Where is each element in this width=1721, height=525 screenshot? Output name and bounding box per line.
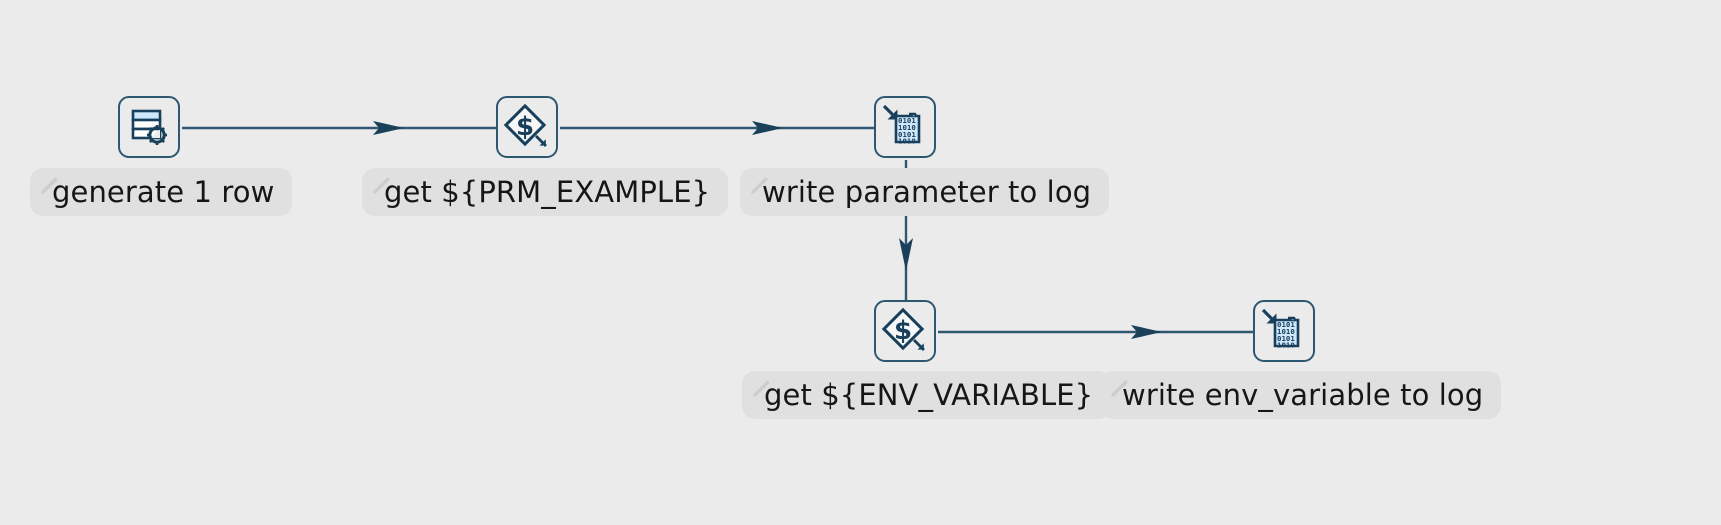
label-text: write env_variable to log [1122,377,1484,412]
svg-text:1010: 1010 [898,137,916,146]
node-write-parameter-to-log[interactable]: 0101 1010 0101 1010 [874,96,936,158]
table-gear-icon [127,105,171,149]
connector-getprm-to-writelog[interactable] [560,121,874,135]
svg-text:0101: 0101 [898,130,916,139]
connector-getenv-to-writeenvlog[interactable] [938,325,1253,339]
node-get-prm-example[interactable]: $ [496,96,558,158]
svg-text:0101: 0101 [1277,334,1295,343]
label-text: get ${ENV_VARIABLE} [764,377,1094,412]
svg-text:0101: 0101 [898,116,916,125]
svg-text:$: $ [516,112,534,142]
label-text: get ${PRM_EXAMPLE} [384,174,711,209]
label-get-env-variable[interactable]: get ${ENV_VARIABLE} [742,371,1112,419]
node-generate-1-row[interactable] [118,96,180,158]
label-write-parameter-to-log[interactable]: write parameter to log [740,168,1110,216]
label-generate-1-row[interactable]: generate 1 row [30,168,293,216]
connector-generate-to-getprm[interactable] [182,121,496,135]
label-write-env-variable-to-log[interactable]: write env_variable to log [1100,371,1502,419]
write-to-log-icon: 0101 1010 0101 1010 [1261,308,1307,354]
diamond-dollar-icon: $ [881,307,929,355]
svg-text:1010: 1010 [1277,327,1295,336]
svg-text:1010: 1010 [1277,341,1295,350]
write-to-log-icon: 0101 1010 0101 1010 [882,104,928,150]
diamond-dollar-icon: $ [503,103,551,151]
label-text: write parameter to log [762,174,1092,209]
svg-text:0101: 0101 [1277,320,1295,329]
node-get-env-variable[interactable]: $ [874,300,936,362]
svg-text:1010: 1010 [898,123,916,132]
svg-text:$: $ [894,316,912,346]
label-text: generate 1 row [52,174,275,209]
node-write-env-variable-to-log[interactable]: 0101 1010 0101 1010 [1253,300,1315,362]
label-get-prm-example[interactable]: get ${PRM_EXAMPLE} [362,168,729,216]
